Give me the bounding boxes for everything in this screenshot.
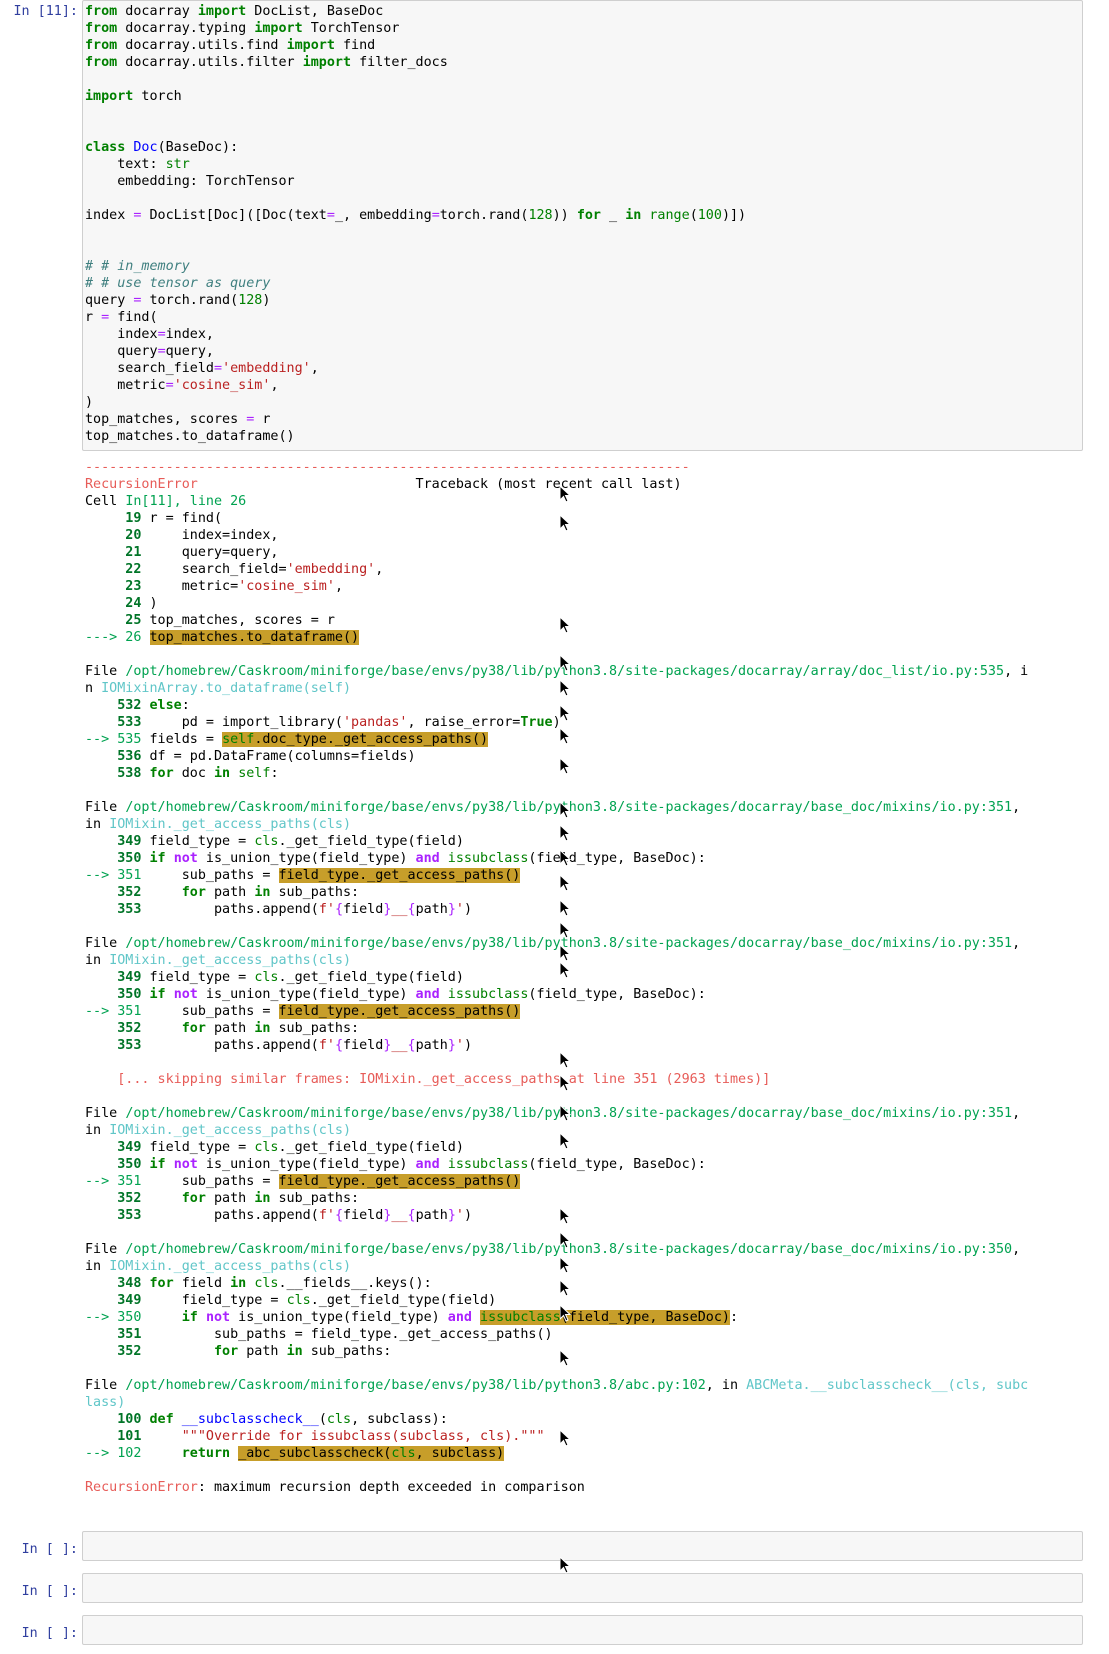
error-name: RecursionError (85, 477, 198, 492)
cell-prompt-empty-1: In [ ]: (21, 1542, 78, 1557)
empty-code-cell-2[interactable] (82, 1573, 1083, 1603)
frame1-line-23: 23 metric='cosine_sim', (85, 579, 343, 594)
cell-prompt-empty-2: In [ ]: (21, 1584, 78, 1599)
code-line-field-embedding: embedding: TorchTensor (85, 174, 295, 189)
file2-line-532: 532 else: (85, 698, 190, 713)
file6-line-352: 352 for path in sub_paths: (85, 1344, 392, 1359)
traceback-dashes: ----------------------------------------… (85, 460, 690, 475)
code-line-arg-search-field: search_field='embedding', (85, 361, 319, 376)
code-line-import-2: from docarray.typing import TorchTensor (85, 21, 400, 36)
code-line-unpack: top_matches, scores = r (85, 412, 271, 427)
file4-line-349: 349 field_type = cls._get_field_type(fie… (85, 970, 464, 985)
file4-line-352: 352 for path in sub_paths: (85, 1021, 360, 1036)
code-line-comment-2: # # use tensor as query (85, 276, 271, 291)
file5-line-351: --> 351 sub_paths = field_type._get_acce… (85, 1174, 521, 1189)
file3-line-351: --> 351 sub_paths = field_type._get_acce… (85, 868, 521, 883)
code-line-last: top_matches.to_dataframe() (85, 429, 295, 444)
code-line-import-torch: import torch (85, 89, 182, 104)
file3-line-352: 352 for path in sub_paths: (85, 885, 360, 900)
file6-line-349: 349 field_type = cls._get_field_type(fie… (85, 1293, 497, 1308)
code-line-import-1: from docarray import DocList, BaseDoc (85, 4, 384, 19)
frame1-line-24: 24 ) (85, 596, 158, 611)
file2-line-533: 533 pd = import_library('pandas', raise_… (85, 715, 561, 730)
file5-header: File /opt/homebrew/Caskroom/miniforge/ba… (85, 1106, 1021, 1121)
empty-code-cell-1[interactable] (82, 1531, 1083, 1561)
file4-line-351: --> 351 sub_paths = field_type._get_acce… (85, 1004, 521, 1019)
file2-header: File /opt/homebrew/Caskroom/miniforge/ba… (85, 664, 1029, 679)
file6-line-351: 351 sub_paths = field_type._get_access_p… (85, 1327, 553, 1342)
frame1-line-25: 25 top_matches, scores = r (85, 613, 335, 628)
traceback-output: ----------------------------------------… (85, 459, 1085, 1513)
empty-code-cell-3[interactable] (82, 1615, 1083, 1645)
file7-line-100: 100 def __subclasscheck__(cls, subclass)… (85, 1412, 448, 1427)
code-line-import-4: from docarray.utils.filter import filter… (85, 55, 448, 70)
code-editor[interactable]: from docarray import DocList, BaseDoc fro… (85, 3, 746, 462)
file4-func: in IOMixin._get_access_paths(cls) (85, 953, 352, 968)
cell-prompt: In [11]: (13, 4, 79, 19)
code-line-field-text: text: str (85, 157, 190, 172)
code-line-arg-query: query=query, (85, 344, 214, 359)
code-line-import-3: from docarray.utils.find import find (85, 38, 376, 53)
frame1-line-26: ---> 26 top_matches.to_dataframe() (85, 630, 360, 645)
file3-header: File /opt/homebrew/Caskroom/miniforge/ba… (85, 800, 1021, 815)
file3-line-353: 353 paths.append(f'{field}__{path}') (85, 902, 472, 917)
file7-func-wrap: lass) (85, 1395, 126, 1410)
file2-line-535: --> 535 fields = self.doc_type._get_acce… (85, 732, 489, 747)
file2-line-536: 536 df = pd.DataFrame(columns=fields) (85, 749, 416, 764)
code-line-query: query = torch.rand(128) (85, 293, 271, 308)
file6-line-350: --> 350 if not is_union_type(field_type)… (85, 1310, 739, 1325)
frame1-line-19: 19 r = find( (85, 511, 223, 526)
file4-header: File /opt/homebrew/Caskroom/miniforge/ba… (85, 936, 1021, 951)
file6-line-348: 348 for field in cls.__fields__.keys(): (85, 1276, 432, 1291)
file3-line-350: 350 if not is_union_type(field_type) and… (85, 851, 706, 866)
file6-func: in IOMixin._get_access_paths(cls) (85, 1259, 352, 1274)
file4-line-350: 350 if not is_union_type(field_type) and… (85, 987, 706, 1002)
code-line-find: r = find( (85, 310, 158, 325)
file5-line-350: 350 if not is_union_type(field_type) and… (85, 1157, 706, 1172)
file3-line-349: 349 field_type = cls._get_field_type(fie… (85, 834, 464, 849)
file7-line-102: --> 102 return _abc_subclasscheck(cls, s… (85, 1446, 505, 1461)
code-line-close: ) (85, 395, 94, 410)
code-line-class: class Doc(BaseDoc): (85, 140, 239, 155)
file2-line-538: 538 for doc in self: (85, 766, 279, 781)
traceback-header: RecursionError Traceback (most recent ca… (85, 476, 1085, 493)
file2-func: n IOMixinArray.to_dataframe(self) (85, 681, 352, 696)
code-line-comment-1: # # in_memory (85, 259, 190, 274)
file5-line-353: 353 paths.append(f'{field}__{path}') (85, 1208, 472, 1223)
file5-line-349: 349 field_type = cls._get_field_type(fie… (85, 1140, 464, 1155)
file7-line-101: 101 """Override for issubclass(subclass,… (85, 1429, 545, 1444)
final-error-line: RecursionError: maximum recursion depth … (85, 1480, 585, 1495)
file3-func: in IOMixin._get_access_paths(cls) (85, 817, 352, 832)
cell-reference: Cell In[11], line 26 (85, 494, 247, 509)
file7-header: File /opt/homebrew/Caskroom/miniforge/ba… (85, 1378, 1029, 1393)
frame1-line-22: 22 search_field='embedding', (85, 562, 384, 577)
file5-line-352: 352 for path in sub_paths: (85, 1191, 360, 1206)
cell-prompt-empty-3: In [ ]: (21, 1626, 78, 1641)
code-line-arg-metric: metric='cosine_sim', (85, 378, 279, 393)
skipping-frames-note: [... skipping similar frames: IOMixin._g… (85, 1072, 771, 1087)
traceback-title: Traceback (most recent call last) (415, 477, 682, 492)
file5-func: in IOMixin._get_access_paths(cls) (85, 1123, 352, 1138)
code-line-index: index = DocList[Doc]([Doc(text=_, embedd… (85, 208, 747, 223)
file6-header: File /opt/homebrew/Caskroom/miniforge/ba… (85, 1242, 1021, 1257)
frame1-line-21: 21 query=query, (85, 545, 279, 560)
frame1-line-20: 20 index=index, (85, 528, 279, 543)
code-line-arg-index: index=index, (85, 327, 214, 342)
file4-line-353: 353 paths.append(f'{field}__{path}') (85, 1038, 472, 1053)
code-cell-input[interactable] (82, 0, 1083, 451)
